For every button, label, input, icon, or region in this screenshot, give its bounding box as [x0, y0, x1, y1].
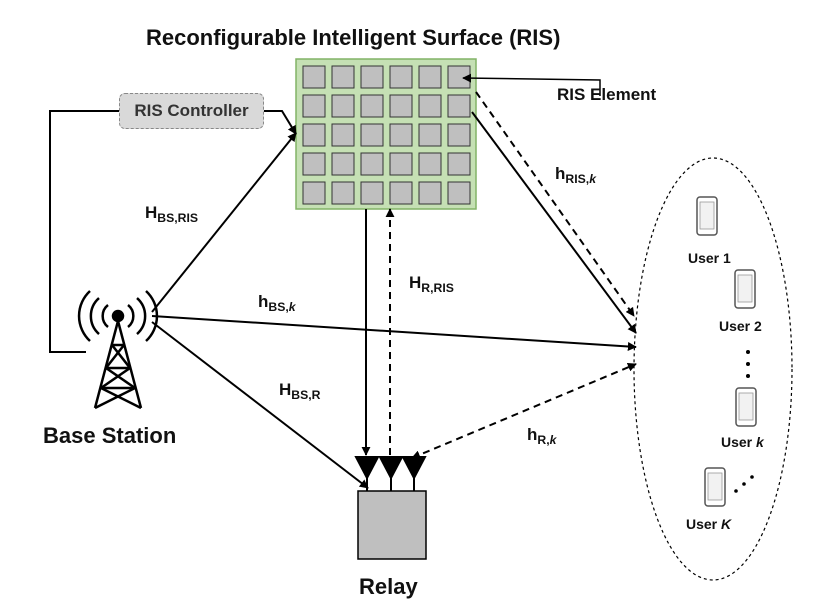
channel-label-h-bs-r: HBS,R	[279, 380, 321, 403]
ris-element-cell	[447, 152, 471, 176]
link-ris-users-dashed	[475, 91, 635, 317]
user-label-2: User 2	[719, 318, 762, 334]
antenna-icon	[354, 456, 427, 492]
ris-element-cell	[302, 65, 326, 89]
link-ris-users	[471, 111, 637, 334]
base-station-tower-icon	[77, 290, 159, 410]
ris-element-cell	[389, 123, 413, 147]
ris-controller-box: RIS Controller	[119, 93, 264, 129]
ris-element-cell	[331, 94, 355, 118]
ris-element-cell	[389, 152, 413, 176]
smartphone-icon	[704, 467, 726, 507]
user-label-K: User K	[686, 516, 732, 532]
ris-element-cell	[331, 65, 355, 89]
vertical-ellipsis	[746, 350, 750, 378]
ris-element-cell	[389, 94, 413, 118]
smartphone-icon	[734, 269, 756, 309]
relay-label: Relay	[359, 574, 418, 599]
link-bs-ris	[151, 132, 297, 313]
channel-label-h-bs-k: hBS,k	[258, 292, 296, 315]
ris-element-cell	[360, 94, 384, 118]
ris-element-pointer	[462, 73, 601, 96]
ris-element-cell	[418, 123, 442, 147]
ris-element-cell	[360, 123, 384, 147]
ris-element-cell	[418, 152, 442, 176]
ris-element-cell	[389, 181, 413, 205]
ris-element-cell	[389, 65, 413, 89]
link-bs-users	[151, 315, 637, 351]
diagonal-ellipsis	[734, 475, 754, 493]
ris-element-label: RIS Element	[557, 85, 657, 104]
ris-element-cell	[418, 181, 442, 205]
ris-element-cell	[447, 181, 471, 205]
relay-box	[357, 490, 427, 560]
channel-label-h-ris-k: hRIS,k	[555, 164, 596, 187]
ris-element-cell	[302, 181, 326, 205]
ris-element-cell	[360, 65, 384, 89]
ris-element-cell	[447, 123, 471, 147]
ris-element-cell	[331, 152, 355, 176]
base-station-label: Base Station	[43, 423, 177, 448]
diagram-title: Reconfigurable Intelligent Surface (RIS)	[146, 25, 561, 50]
user-cluster-ellipse	[633, 157, 793, 581]
user-label-k: User k	[721, 434, 764, 450]
channel-label-h-r-k: hR,k	[527, 425, 557, 448]
link-relay-users-dashed	[411, 362, 637, 460]
channel-label-h-bs-ris: HBS,RIS	[145, 203, 199, 226]
ris-element-cell	[360, 152, 384, 176]
smartphone-icon	[696, 196, 718, 236]
smartphone-icon	[735, 387, 757, 427]
controller-to-ris-arrow	[264, 110, 297, 135]
controller-link-line	[49, 110, 119, 353]
ris-element-cell	[302, 152, 326, 176]
ris-element-grid	[302, 65, 471, 205]
ris-element-cell	[360, 181, 384, 205]
ris-element-cell	[418, 94, 442, 118]
user-label-1: User 1	[688, 250, 731, 266]
ris-element-cell	[331, 181, 355, 205]
ris-element-cell	[302, 94, 326, 118]
channel-label-h-r-ris: HR,RIS	[409, 273, 454, 296]
ris-panel	[295, 58, 477, 210]
ris-element-cell	[302, 123, 326, 147]
link-bs-relay	[151, 321, 369, 489]
ris-element-cell	[331, 123, 355, 147]
ris-element-cell	[447, 94, 471, 118]
ris-element-cell	[447, 65, 471, 89]
ris-element-cell	[418, 65, 442, 89]
